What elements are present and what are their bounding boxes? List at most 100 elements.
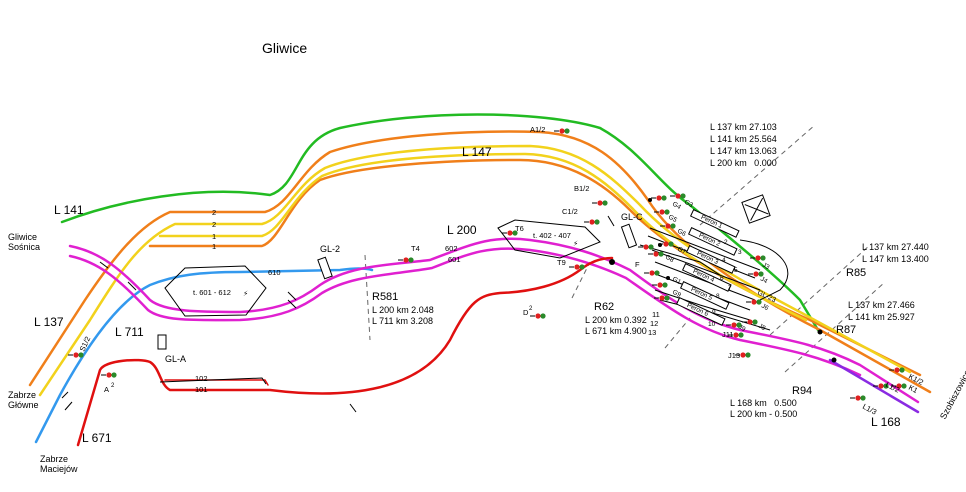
platform-track-9: 9 xyxy=(712,309,716,316)
signal-lamp-icon xyxy=(554,128,570,134)
r94-name: R94 xyxy=(792,385,812,397)
box-glc-label: GL-C xyxy=(621,212,643,222)
track-yellow-2 xyxy=(158,152,808,322)
track-l671-red xyxy=(76,256,614,447)
zone-601-612: t. 601 - 612 ⚡ xyxy=(164,265,267,317)
decorative-ticks xyxy=(61,215,615,413)
zone-402-407: t. 402 - 407 ⚡ xyxy=(497,219,601,259)
track-number-602: 602 xyxy=(445,244,458,253)
r581-km-l200: L 200 km 2.048 xyxy=(372,305,434,315)
platform-track-10: 10 xyxy=(708,321,716,328)
page-title: Gliwice xyxy=(262,40,307,56)
track-l200-magenta-lower xyxy=(68,247,862,377)
signal-g9-label: G9 xyxy=(671,289,682,300)
signal-lamp-icon xyxy=(660,223,676,229)
km-l147-top: L 147 km 13.063 xyxy=(710,146,777,156)
platform-track-5: 5 xyxy=(734,267,738,274)
signal-lamp-icon xyxy=(750,255,766,261)
track-yellow-1 xyxy=(38,144,912,397)
signal-lamp-icon xyxy=(584,219,600,225)
r94-km-l200: L 200 km - 0.500 xyxy=(730,409,797,419)
track-number-13: 13 xyxy=(648,328,656,337)
signal-lamp-icon xyxy=(648,251,664,257)
line-l711-label: L 711 xyxy=(115,325,144,339)
junction-markers xyxy=(609,198,837,363)
line-l200-label: L 200 xyxy=(447,223,477,237)
signal-lamp-icon xyxy=(891,383,907,389)
signal-g6-label: G6 xyxy=(676,228,687,239)
signal-lamp-icon xyxy=(658,241,674,247)
signal-j3-label: J3 xyxy=(761,262,771,272)
signal-lamp-icon xyxy=(654,295,670,301)
labels: Gliwice L 141 L 137 L 711 L 671 L 147 L … xyxy=(8,40,966,474)
platform-track-7: 7 xyxy=(728,285,732,292)
signal-j6-label: J6 xyxy=(760,303,770,313)
signal-lamp-icon xyxy=(850,395,866,401)
signal-g4-label: G4 xyxy=(671,201,682,212)
zone-402-407-label: t. 402 - 407 xyxy=(533,231,571,240)
r581-name: R581 xyxy=(372,291,398,303)
signal-a2-superscript: 2 xyxy=(111,383,115,389)
track-number-1a: 1 xyxy=(212,232,216,241)
signal-g5-label: G5 xyxy=(667,214,678,225)
signal-lamp-icon xyxy=(654,209,670,215)
track-number-11: 11 xyxy=(652,310,660,319)
km-l141-top: L 141 km 25.564 xyxy=(710,134,777,144)
station-glowne-line2: Główne xyxy=(8,400,39,410)
signal-lamp-icon xyxy=(746,299,762,305)
zone-402-407-symbol: ⚡ xyxy=(573,239,578,248)
line-l137-label: L 137 xyxy=(34,315,64,329)
platform-track-3: 3 xyxy=(738,249,742,256)
signal-boxes xyxy=(157,194,771,350)
track-number-601: 601 xyxy=(448,255,461,264)
signal-j11-label: J11 xyxy=(722,330,734,339)
signal-lamp-icon xyxy=(638,244,654,250)
signal-lamp-icon xyxy=(670,193,686,199)
signal-lamp-icon xyxy=(530,313,546,319)
track-number-610: 610 xyxy=(268,268,281,277)
line-l168-label: L 168 xyxy=(871,415,901,429)
track-number-101: 101 xyxy=(195,385,208,394)
signal-a2-label: A xyxy=(104,385,109,394)
signal-k1-label: K1 xyxy=(907,383,919,395)
signal-lamp-icon xyxy=(101,372,117,378)
signal-j8-label: J8 xyxy=(757,323,767,333)
signal-lamp-icon xyxy=(652,282,668,288)
signal-lamp-icon xyxy=(569,264,585,270)
station-maciejow-line1: Zabrze xyxy=(40,454,68,464)
signal-lamp-icon xyxy=(726,322,742,328)
signal-d2-superscript: 2 xyxy=(529,306,533,312)
r87-km-l141: L 141 km 25.927 xyxy=(848,312,915,322)
r581-km-l711: L 711 km 3.208 xyxy=(372,316,433,326)
signal-lamp-icon xyxy=(68,352,84,358)
signal-lamp-icon xyxy=(889,367,905,373)
line-l671-label: L 671 xyxy=(82,431,112,445)
signal-lamp-icon xyxy=(644,270,660,276)
track-l711-blue xyxy=(34,267,374,444)
zone-601-612-symbol: ⚡ xyxy=(243,289,248,298)
signal-d2-label: D xyxy=(523,308,529,317)
r62-km-l671: L 671 km 4.900 xyxy=(585,326,647,336)
platform-track-8: 8 xyxy=(716,293,720,300)
signal-lamp-icon xyxy=(502,230,518,236)
signal-f-label: F xyxy=(635,260,640,269)
signal-g8-label: G8 xyxy=(664,254,675,265)
r87-name: R87 xyxy=(836,324,856,336)
r85-name: R85 xyxy=(846,267,866,279)
signal-lamp-icon xyxy=(592,200,608,206)
r62-km-l200: L 200 km 0.392 xyxy=(585,315,647,325)
line-l147-label: L 147 xyxy=(462,145,492,159)
station-sosnica-line1: Gliwice xyxy=(8,232,37,242)
station-glowne-line1: Zabrze xyxy=(8,390,36,400)
signal-lamp-icon xyxy=(651,195,667,201)
signal-t9-label: T9 xyxy=(557,258,566,267)
zone-601-612-label: t. 601 - 612 xyxy=(193,288,231,297)
signal-lamp-icon xyxy=(873,383,889,389)
signal-t6-label: T6 xyxy=(515,224,524,233)
box-gl2-label: GL-2 xyxy=(320,244,340,254)
signal-j4-label: J4 xyxy=(759,276,769,286)
signal-g1-label: G1 xyxy=(671,276,682,287)
signal-lamp-icon xyxy=(742,319,758,325)
station-sosnica-line2: Sośnica xyxy=(8,242,40,252)
